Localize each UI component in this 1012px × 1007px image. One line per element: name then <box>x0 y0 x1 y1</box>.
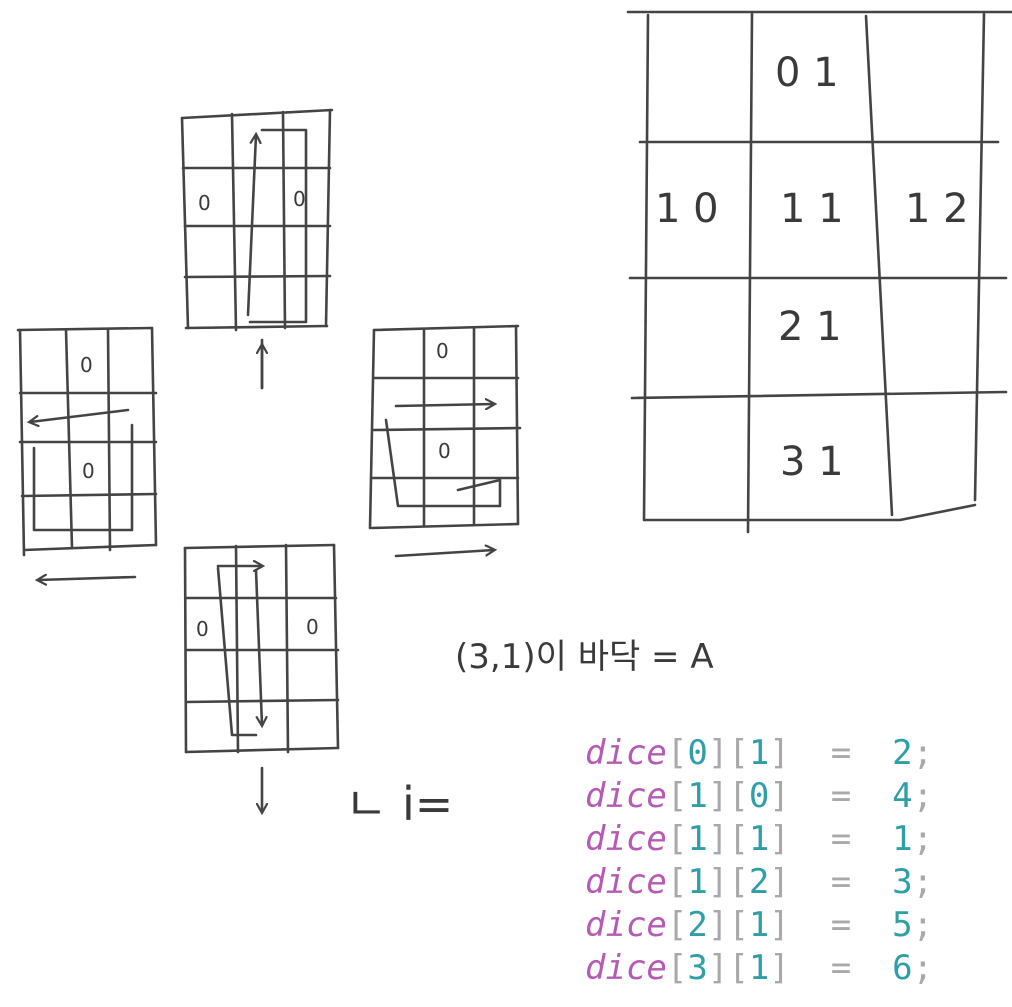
code-equals: = <box>830 819 852 859</box>
mini-grid-left <box>16 326 158 580</box>
code-index-i: 1 <box>687 819 708 859</box>
code-semicolon: ; <box>912 905 934 945</box>
code-identifier: dice <box>585 776 667 816</box>
code-line: dice[3][1] = 6; <box>585 947 933 990</box>
code-semicolon: ; <box>912 819 934 859</box>
mini-up-marker-right: 0 <box>293 187 306 211</box>
code-bracket: [ <box>666 862 688 902</box>
code-space <box>790 733 831 773</box>
code-space <box>790 819 831 859</box>
code-line: dice[0][1] = 2; <box>585 732 933 775</box>
code-bracket: [ <box>666 733 688 773</box>
code-bracket: [ <box>666 819 688 859</box>
code-value: 3 <box>892 862 913 902</box>
code-index-j: 0 <box>748 776 770 816</box>
mini-grid-down <box>183 543 340 812</box>
mini-down-marker-right: 0 <box>306 615 319 639</box>
code-semicolon: ; <box>912 733 934 773</box>
mini-left-marker-mid: 0 <box>82 459 95 483</box>
code-space <box>851 948 892 988</box>
code-identifier: dice <box>585 862 667 902</box>
net-cell-01: 0 1 <box>775 50 839 96</box>
dice-net-grid <box>626 10 1012 534</box>
mini-down-marker-left: 0 <box>196 617 209 641</box>
code-index-i: 1 <box>687 862 708 902</box>
net-cell-10: 1 0 <box>655 186 719 232</box>
code-equals: = <box>830 862 852 902</box>
code-bracket: ] <box>769 862 790 902</box>
code-bracket: ] <box>769 905 790 945</box>
code-space <box>851 819 892 859</box>
code-bracket: [ <box>666 905 688 945</box>
mini-grid-up <box>180 108 334 390</box>
code-bracket: ][ <box>707 905 749 945</box>
code-bracket: ] <box>769 776 790 816</box>
code-bracket: ][ <box>707 776 749 816</box>
code-index-i: 1 <box>687 776 708 816</box>
code-equals: = <box>830 776 852 816</box>
code-semicolon: ; <box>912 948 934 988</box>
bottom-face-note: (3,1)이 바닥 = A <box>455 637 714 677</box>
code-index-j: 1 <box>748 733 770 773</box>
code-space <box>851 905 892 945</box>
code-bracket: ][ <box>707 948 749 988</box>
code-line: dice[1][0] = 4; <box>585 775 933 818</box>
dice-net-labels: 0 1 1 0 1 1 1 2 2 1 3 1 <box>655 50 969 485</box>
code-index-i: 2 <box>687 905 708 945</box>
code-space <box>790 905 831 945</box>
code-line: dice[1][1] = 1; <box>585 818 933 861</box>
code-bracket: [ <box>666 948 688 988</box>
code-value: 1 <box>892 819 913 859</box>
scribble-text: ㄴ i= <box>345 777 453 831</box>
code-block: dice[0][1] = 2;dice[1][0] = 4;dice[1][1]… <box>585 732 933 990</box>
code-equals: = <box>830 948 852 988</box>
mini-left-marker-top: 0 <box>80 353 93 377</box>
code-semicolon: ; <box>912 862 934 902</box>
code-index-i: 3 <box>687 948 708 988</box>
code-index-j: 2 <box>748 862 770 902</box>
code-identifier: dice <box>585 819 667 859</box>
code-bracket: ][ <box>707 862 749 902</box>
code-identifier: dice <box>585 948 667 988</box>
net-cell-11: 1 1 <box>780 186 844 232</box>
code-space <box>790 948 831 988</box>
code-index-i: 0 <box>687 733 708 773</box>
code-index-j: 1 <box>748 819 770 859</box>
code-value: 2 <box>892 733 913 773</box>
code-line: dice[1][2] = 3; <box>585 861 933 904</box>
code-value: 6 <box>892 948 913 988</box>
code-bracket: ] <box>769 733 790 773</box>
code-index-j: 1 <box>748 905 770 945</box>
code-bracket: ] <box>769 948 790 988</box>
mini-right-marker-mid: 0 <box>438 439 451 463</box>
mini-up-marker-left: 0 <box>198 191 211 215</box>
net-cell-21: 2 1 <box>778 304 842 350</box>
code-line: dice[2][1] = 5; <box>585 904 933 947</box>
code-identifier: dice <box>585 905 667 945</box>
code-bracket: ] <box>769 819 790 859</box>
code-semicolon: ; <box>912 776 934 816</box>
mini-grid-right <box>368 324 522 558</box>
net-cell-31: 3 1 <box>780 439 844 485</box>
code-index-j: 1 <box>748 948 770 988</box>
code-equals: = <box>830 905 852 945</box>
code-value: 5 <box>892 905 913 945</box>
code-value: 4 <box>892 776 913 816</box>
code-equals: = <box>830 733 852 773</box>
mini-right-marker-top: 0 <box>436 339 449 363</box>
net-cell-12: 1 2 <box>905 186 969 232</box>
code-identifier: dice <box>585 733 667 773</box>
code-space <box>851 862 892 902</box>
code-space <box>790 776 831 816</box>
code-space <box>851 776 892 816</box>
code-space <box>790 862 831 902</box>
code-bracket: ][ <box>707 819 749 859</box>
code-space <box>851 733 892 773</box>
code-bracket: ][ <box>707 733 749 773</box>
code-bracket: [ <box>666 776 688 816</box>
